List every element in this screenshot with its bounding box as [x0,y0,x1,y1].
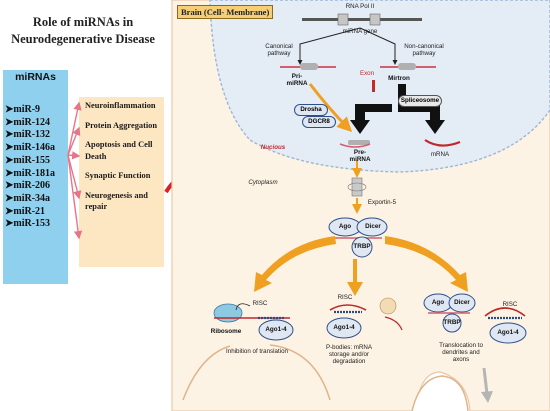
dicer-complex [328,217,388,258]
page-title: Role of miRNAs in Neurodegenerative Dise… [11,15,155,46]
cytoplasm-label: Cytoplasm [248,179,278,186]
mirna-item: ➤miR-124 [5,116,51,128]
exportin-label: Exportin-5 [367,199,397,206]
trbp-label: TRBP [443,319,461,326]
ago-label: Ago [431,299,445,306]
pre-mirna-label: Pre- miRNA [349,149,371,164]
mirna-list: ➤miR-9 ➤miR-124 ➤miR-132 ➤miR-146a ➤miR-… [5,104,55,231]
effect-item: Neurogenesis and repair [85,190,148,212]
brain-label: Brain (Cell- Membrane) [177,5,274,19]
pre-mirna-hairpin [339,140,371,148]
risc-label: RISC [337,294,353,301]
mirna-gene-label: miRNA gene [342,28,378,35]
fan-arrows [67,101,83,240]
pri-mirna-hairpin [280,63,336,70]
risc-pbodies [326,297,403,339]
mirna-item: ➤miR-181a [5,167,56,179]
nucleus-label: Nucious [260,144,286,151]
mirna-panel [3,70,68,284]
mirna-item: ➤miR-146a [5,142,56,154]
pri-mirna-label: Pri- miRNA [286,73,308,88]
mirna-item: ➤miR-21 [5,205,46,217]
mrna-label: mRNA [430,151,450,158]
risc-label: RISC [252,300,268,307]
mirna-item: ➤miR-155 [5,154,51,166]
mirtron-label: Mirtron [388,75,410,82]
nucleus [209,0,550,173]
translocation-complex [423,293,527,344]
ago1-4-label: Ago1-4 [265,326,287,333]
trbp-label: TRBP [353,243,371,250]
effects-list: Neuroinflammation Protein Aggregation Ap… [85,100,165,213]
effects-panel [79,97,164,267]
effect-item: Synaptic Function [85,171,151,180]
gene-strand [302,13,422,26]
dicer-label: Dicer [365,223,381,230]
drosha-badge: Drosha [294,104,328,116]
translocation-label: Translocation to dendrites and axons [439,342,483,364]
exon-label: Exon [359,70,375,77]
mirna-item: ➤miR-34a [5,192,51,204]
spliceosome-badge: Spliceosome [398,95,442,107]
pbodies-label: P-bodies: mRNA storage and/or degradatio… [325,344,373,366]
ribosome-label: Ribosome [210,328,242,335]
mirna-item: ➤miR-206 [5,180,51,192]
non-canonical-label: Non-canonical pathway [404,43,444,58]
dgcr8-badge: DGCR8 [302,116,336,128]
inhibition-label: Inhibition of translation [226,348,288,355]
effect-item: Apoptosis and Cell Death [85,140,153,161]
mirna-item: ➤miR-9 [5,104,41,115]
distribution-arrows [254,236,468,296]
rna-pol-label: RNA Pol II [345,3,375,10]
risc-ribosome [213,303,294,341]
ago-label: Ago [338,223,352,230]
dicer-label: Dicer [454,299,470,306]
effect-item: Neuroinflammation [85,101,156,110]
mirtron-hairpin [380,63,436,70]
effect-item: Protein Aggregation [85,120,158,130]
ago1-4-label: Ago1-4 [333,324,355,331]
ago1-4-label: Ago1-4 [497,329,519,336]
spliceosome-arrows [350,84,445,134]
mrna-strand [424,139,461,147]
risc-label: RISC [502,301,518,308]
canonical-label: Canonical pathway [265,43,293,58]
exportin-pore [347,177,367,197]
mirna-item: ➤miR-132 [5,129,51,141]
exon-marker [372,80,375,92]
mirna-item: ➤miR-153 [5,218,51,230]
mirna-heading: miRNAs [15,71,56,83]
